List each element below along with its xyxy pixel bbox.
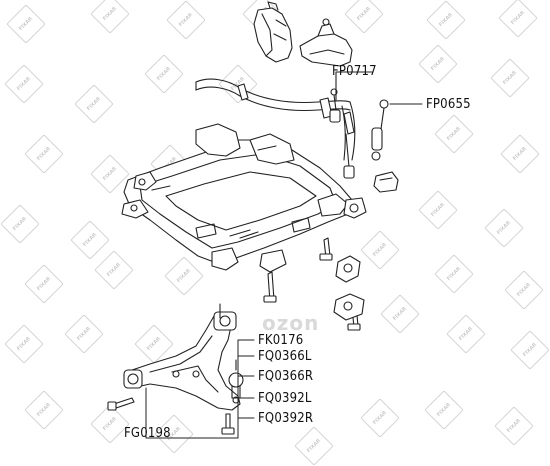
- upper-bracket-right: [299, 18, 353, 67]
- lower-control-arm: [123, 311, 241, 411]
- control-arm-bolts: [107, 303, 235, 435]
- leader-lines: [145, 339, 255, 439]
- stabilizer-link-fp0717: [329, 71, 373, 179]
- subframe: [121, 123, 367, 273]
- suspension-drawing: [107, 1, 423, 439]
- label-fq0392r: FQ0392R: [258, 411, 314, 426]
- watermark-overlay-text: ozon: [262, 311, 320, 335]
- label-fq0366l: FQ0366L: [258, 349, 312, 364]
- label-fg0198: FG0198: [124, 426, 171, 441]
- label-fp0717: FP0717: [332, 64, 377, 79]
- stabilizer-bushing: [373, 171, 399, 193]
- label-fp0655: FP0655: [426, 97, 471, 112]
- engine-mount-brackets: [333, 255, 365, 321]
- label-fk0176: FK0176: [258, 333, 304, 348]
- label-fq0392l: FQ0392L: [258, 391, 312, 406]
- stabilizer-link-fp0655: [371, 99, 423, 161]
- label-fq0366r: FQ0366R: [258, 369, 314, 384]
- upper-bracket-left: [253, 1, 293, 63]
